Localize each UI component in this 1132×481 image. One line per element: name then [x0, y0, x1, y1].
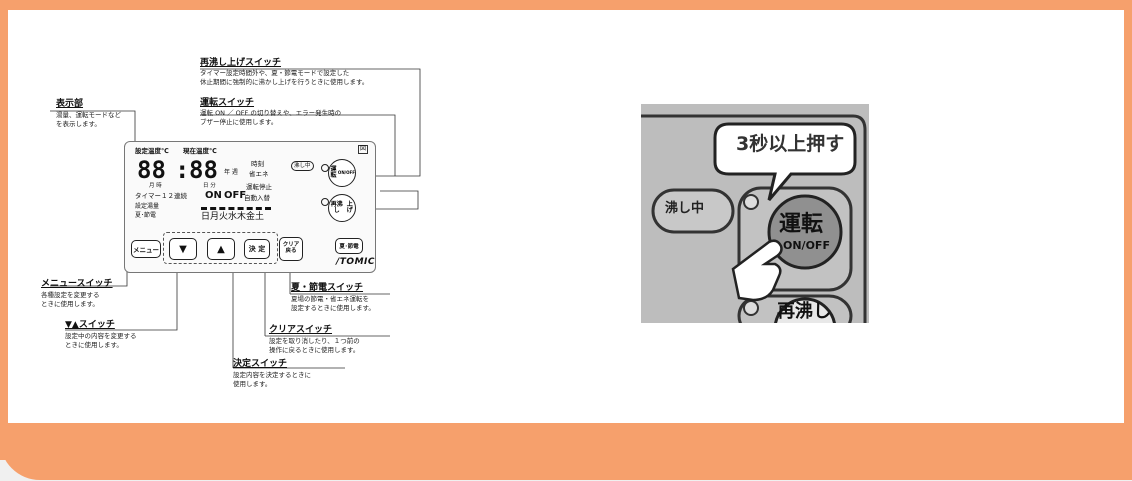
clear-button-label-2: 戻る	[285, 248, 297, 254]
reheat-button-label-1: 再沸し	[330, 200, 343, 214]
energy-save-label: 省エネ	[249, 170, 269, 178]
brand-logo: /TOMIC	[336, 257, 375, 267]
run-button-photo-label: 運転	[779, 212, 824, 237]
button-press-illustration: 3秒以上押す 沸し中 運転 ON/OFF 再沸し	[641, 104, 869, 323]
reheat-button-label-2: 上げ	[346, 200, 353, 214]
clear-button[interactable]: クリア戻る	[279, 237, 303, 261]
unten-switch-desc-2: ブザー停止に使用します。	[200, 118, 278, 126]
saiwakashi-switch-label: 再沸し上げスイッチ	[200, 58, 282, 68]
weekday-bars	[201, 207, 271, 213]
display-section-label: 表示部	[56, 99, 84, 109]
unten-switch-desc-1: 運転 ON ／ OFF の切り替えや、エラー発生時の	[200, 109, 342, 117]
updown-switch-desc-2: ときに使用します。	[65, 341, 123, 349]
menu-switch-desc-1: 各種設定を変更する	[41, 291, 100, 299]
month-hour-label: 月 時	[149, 183, 162, 189]
corner-mark: 図	[358, 145, 369, 154]
stop-label: 運転停止	[246, 183, 272, 191]
left-accent-bar	[0, 0, 8, 460]
auto-switch-label: 自動入替	[244, 194, 270, 202]
kettei-switch-desc-2: 使用します。	[233, 380, 272, 388]
digits-colon: :	[175, 156, 190, 184]
menu-button[interactable]: メニュー	[131, 240, 161, 258]
menu-switch-desc-2: ときに使用します。	[41, 300, 99, 308]
menu-switch-label: メニュースイッチ	[41, 279, 113, 289]
summer-button[interactable]: 夏･節電	[335, 238, 363, 254]
right-accent-bar	[1124, 0, 1132, 460]
clear-switch-desc-1: 設定を取り消したり、１つ前の	[269, 337, 360, 345]
updown-switch-desc-1: 設定中の内容を変更する	[65, 332, 137, 340]
digits-right: 88	[189, 156, 218, 184]
footer-band	[0, 423, 1132, 480]
set-temp-label: 設定温度℃	[135, 147, 169, 155]
illustration-drawing	[641, 104, 869, 323]
set-volume-label: 設定湯量	[135, 203, 160, 210]
kettei-switch-label: 決定スイッチ	[233, 359, 288, 369]
digits-left: 88	[137, 156, 166, 184]
heating-indicator-photo: 沸し中	[665, 201, 705, 216]
natsu-switch-desc-1: 夏場の節電・省エネ運転を	[291, 295, 369, 303]
down-button[interactable]: ▼	[169, 238, 197, 260]
weekday-row: 日月火水木金土	[201, 212, 265, 222]
confirm-button[interactable]: 決 定	[244, 239, 270, 259]
clock-label: 時刻	[251, 160, 264, 168]
onoff-label: ON/OFF	[337, 169, 355, 175]
reheat-button-photo-label: 再沸し	[777, 301, 831, 322]
clear-button-label-1: クリア	[282, 242, 300, 249]
off-indicator: OFF	[224, 190, 247, 201]
top-accent-bar	[0, 0, 1132, 10]
arrow-button-group	[163, 232, 278, 264]
natsu-switch-desc-2: 設定するときに使用します。	[291, 304, 375, 312]
heating-indicator: 沸し中	[291, 161, 314, 172]
summer-mode-label: 夏･節電	[135, 212, 157, 219]
reheat-button[interactable]: 再沸し上げ	[328, 194, 356, 222]
remote-control-panel: 設定温度℃ 現在温度℃ 図 88 : 88 年 週 時刻 省エネ 月 時 日 分…	[124, 141, 376, 273]
timer-label: タイマー１２連続	[135, 192, 187, 200]
clear-switch-desc-2: 操作に戻るときに使用します。	[269, 346, 360, 354]
press-3s-callout: 3秒以上押す	[736, 133, 845, 155]
unten-switch-label: 運転スイッチ	[200, 98, 255, 108]
on-indicator: ON	[205, 190, 222, 201]
year-week-label: 年 週	[224, 169, 238, 176]
updown-switch-label: ▼▲スイッチ	[65, 320, 115, 330]
clear-switch-label: クリアスイッチ	[269, 325, 333, 335]
run-button-label: 運転	[330, 165, 337, 179]
saiwakashi-switch-desc-2: 休止期間に強制的に沸かし上げを行うときに使用します。	[200, 78, 369, 86]
display-section-desc-2: を表示します。	[56, 120, 101, 128]
saiwakashi-switch-desc-1: タイマー設定時間外や、夏・節電モードで設定した	[200, 69, 350, 77]
display-section-desc-1: 湯量、運転モードなど	[56, 111, 121, 119]
current-temp-label: 現在温度℃	[183, 147, 217, 155]
natsu-switch-label: 夏・節電スイッチ	[291, 283, 364, 293]
up-button[interactable]: ▲	[207, 238, 235, 260]
onoff-photo-label: ON/OFF	[783, 239, 830, 252]
day-minute-label: 日 分	[203, 183, 216, 189]
kettei-switch-desc-1: 設定内容を決定するときに	[233, 371, 311, 379]
